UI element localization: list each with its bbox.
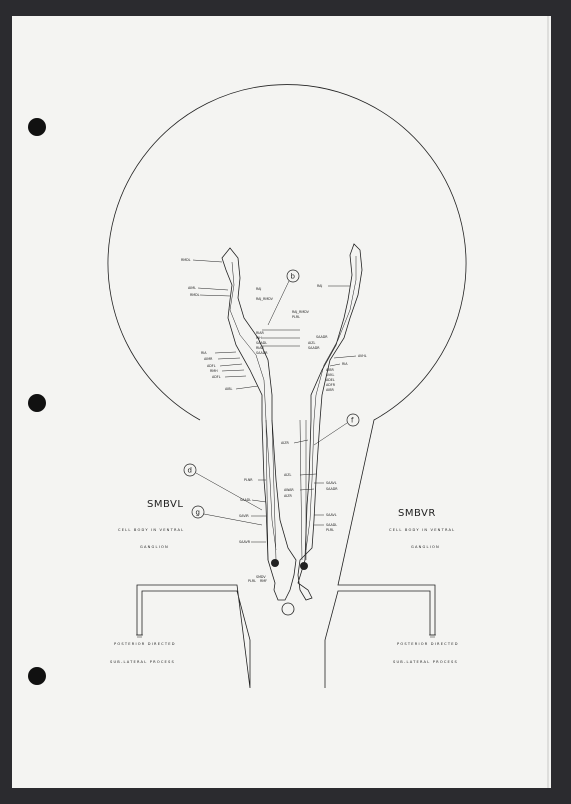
label: AIBL	[225, 387, 232, 391]
label: ADFR	[326, 383, 336, 387]
label: ADFL	[212, 375, 221, 379]
label: SAAVL	[326, 513, 337, 517]
label: RAJ	[256, 287, 261, 291]
label: RIA	[342, 362, 348, 366]
label: RIH	[256, 336, 262, 340]
label: SAADL	[256, 341, 267, 345]
label: RIAR	[256, 331, 265, 335]
label: ADFL	[207, 364, 216, 368]
left-cell-caption-line1: CELL BODY IN VENTRAL	[118, 528, 184, 532]
label: AVKL	[326, 373, 334, 377]
posterior-terminals	[136, 634, 436, 638]
label: PLRL	[326, 528, 334, 532]
label: RMDL	[181, 258, 191, 262]
cell-body-left	[271, 559, 279, 567]
label: ADEL	[326, 378, 335, 382]
left-cell-caption-line2: GANGLION	[140, 545, 169, 549]
label: RMH	[210, 369, 218, 373]
label: AIML	[188, 286, 196, 290]
left-cell-title: SMBVL	[147, 499, 183, 510]
right-cell-caption-line1: CELL BODY IN VENTRAL	[389, 528, 455, 532]
label: PLRL	[292, 315, 300, 319]
annotation-g-letter: g	[196, 509, 200, 517]
label: SAADR	[316, 335, 328, 339]
label: RIAR	[256, 346, 265, 350]
label: AIZR	[284, 494, 292, 498]
label: AWAR	[284, 488, 294, 492]
label: AIBR	[326, 368, 334, 372]
label: RAJ_RMDV	[256, 297, 274, 301]
label: RIA	[201, 351, 207, 355]
label: RMF	[260, 579, 267, 583]
cell-body-right	[300, 562, 308, 570]
annotation-f: f	[313, 413, 360, 446]
neuron-right-inner	[305, 256, 357, 551]
label: PLNR	[244, 478, 253, 482]
labels-upper-right: RAJ RAJ_RMDV PLRL SAADR AIZL SAADR AVHL …	[292, 284, 367, 392]
annotation-d: d	[183, 463, 263, 511]
label: AIMR	[204, 357, 213, 361]
label: RMDL	[190, 293, 200, 297]
label: SAAVL	[326, 481, 337, 485]
left-posterior-line2: SUB-LATERAL PROCESS	[110, 660, 175, 664]
paper-sheet	[12, 16, 551, 788]
annotation-d-letter: d	[188, 467, 192, 475]
label: SAADL	[326, 523, 337, 527]
label: AIZL	[284, 473, 291, 477]
ganglion-circle	[281, 602, 295, 616]
left-posterior-line1: POSTERIOR DIRECTED	[114, 642, 176, 646]
label: RAJ	[317, 284, 322, 288]
neuron-left-outline	[221, 247, 297, 601]
right-posterior-line2: SUB-LATERAL PROCESS	[393, 660, 458, 664]
annotation-f-letter: f	[351, 417, 354, 425]
label: AIZL	[308, 341, 315, 345]
binder-hole	[28, 394, 46, 412]
label: SAAVR	[239, 540, 251, 544]
right-cell-title: SMBVR	[398, 508, 436, 519]
label: AIZR	[281, 441, 289, 445]
neuron-right-outline	[297, 243, 363, 601]
label: SAVIR	[239, 514, 249, 518]
label: SAADR	[326, 487, 338, 491]
label: PLRL	[248, 579, 256, 583]
binder-hole	[28, 118, 46, 136]
binder-hole	[28, 667, 46, 685]
label: SAADR	[256, 351, 268, 355]
annotation-b-letter: b	[291, 273, 296, 281]
right-posterior-line1: POSTERIOR DIRECTED	[397, 642, 459, 646]
labels-upper-left: RMDL AIML RMDL RAJ RAJ_RMDV RIAR RIH SAA…	[181, 258, 274, 391]
label: AIBR	[326, 388, 334, 392]
neuron-left-inner	[229, 261, 277, 551]
label: SAADR	[308, 346, 320, 350]
label: SAADL	[240, 498, 251, 502]
annotation-g: g	[191, 505, 263, 526]
annotation-b: b	[267, 269, 300, 326]
label: RAJ_RMDV	[292, 310, 310, 314]
label: SMDV	[256, 575, 266, 579]
right-cell-caption-line2: GANGLION	[411, 545, 440, 549]
label: AVHL	[358, 354, 367, 358]
labels-lower: PLNR SAADL SAVIR SAAVR SMDV PLRL RMF AIZ…	[239, 439, 338, 583]
